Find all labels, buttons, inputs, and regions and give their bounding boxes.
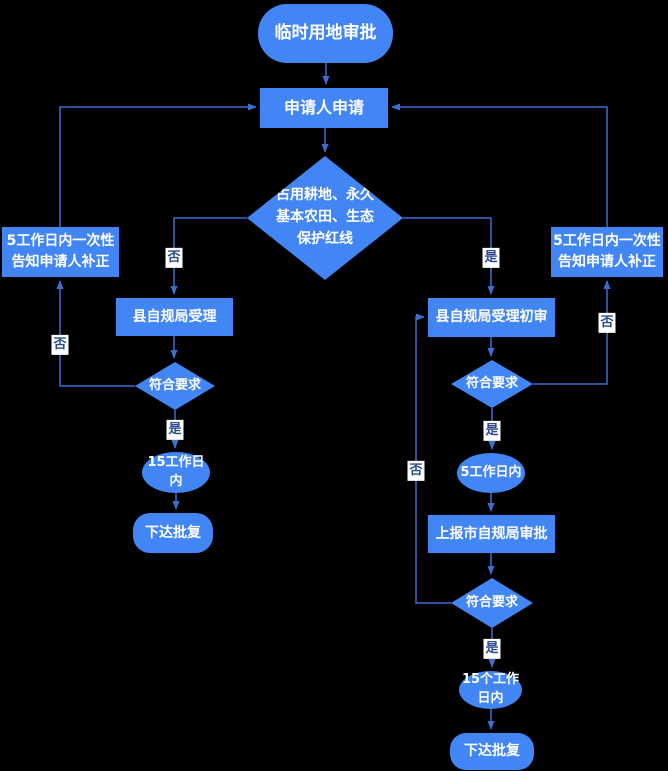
edge-label-yes-3: 是: [483, 420, 501, 442]
node-county-bureau-accept: 县自规局受理: [116, 298, 233, 336]
node-issue-approval-right: 下达批复: [450, 733, 534, 770]
node-decision-meets-req-right-2: 符合要求: [451, 578, 533, 628]
node-duration-15-working-days-left: 15工作日 内: [142, 452, 210, 493]
edge-label-yes-2: 是: [166, 419, 184, 441]
edge-notify-left-to-apply: [59, 103, 257, 227]
edge-label-no-2: 否: [51, 334, 69, 356]
node-start-terminator: 临时用地审批: [258, 4, 393, 63]
node-notify-correction-left: 5工作日内一次性 告知申请人补正: [2, 227, 119, 277]
node-duration-5-working-days: 5工作日内: [457, 453, 525, 493]
node-applicant-apply: 申请人申请: [260, 88, 388, 128]
node-decision-meets-req-right-1: 符合要求: [451, 360, 533, 408]
edge-label-yes-4: 是: [483, 638, 501, 660]
edge-label-no-3: 否: [598, 312, 616, 334]
edge-label-yes-1: 是: [482, 247, 500, 269]
node-issue-approval-left: 下达批复: [133, 513, 213, 553]
node-notify-correction-right: 5工作日内一次性 告知申请人补正: [551, 227, 663, 277]
node-report-city-bureau-approval: 上报市自规局审批: [428, 515, 555, 553]
node-duration-15-working-days-right: 15个工作 日内: [459, 671, 522, 709]
node-decision-meets-req-left: 符合要求: [135, 362, 215, 410]
edge-decision-yes-to-county-review: [403, 217, 495, 295]
edge-notify-right-to-apply: [391, 103, 608, 227]
edge-label-no-4: 否: [407, 460, 425, 482]
node-decision-land-type: 占用耕地、永久 基本农田、生态 保护红线: [247, 156, 403, 280]
edge-label-no-1: 否: [165, 247, 183, 269]
node-county-bureau-initial-review: 县自规局受理初审: [428, 298, 555, 337]
edge-decision-no-to-county-accept: [170, 217, 247, 295]
